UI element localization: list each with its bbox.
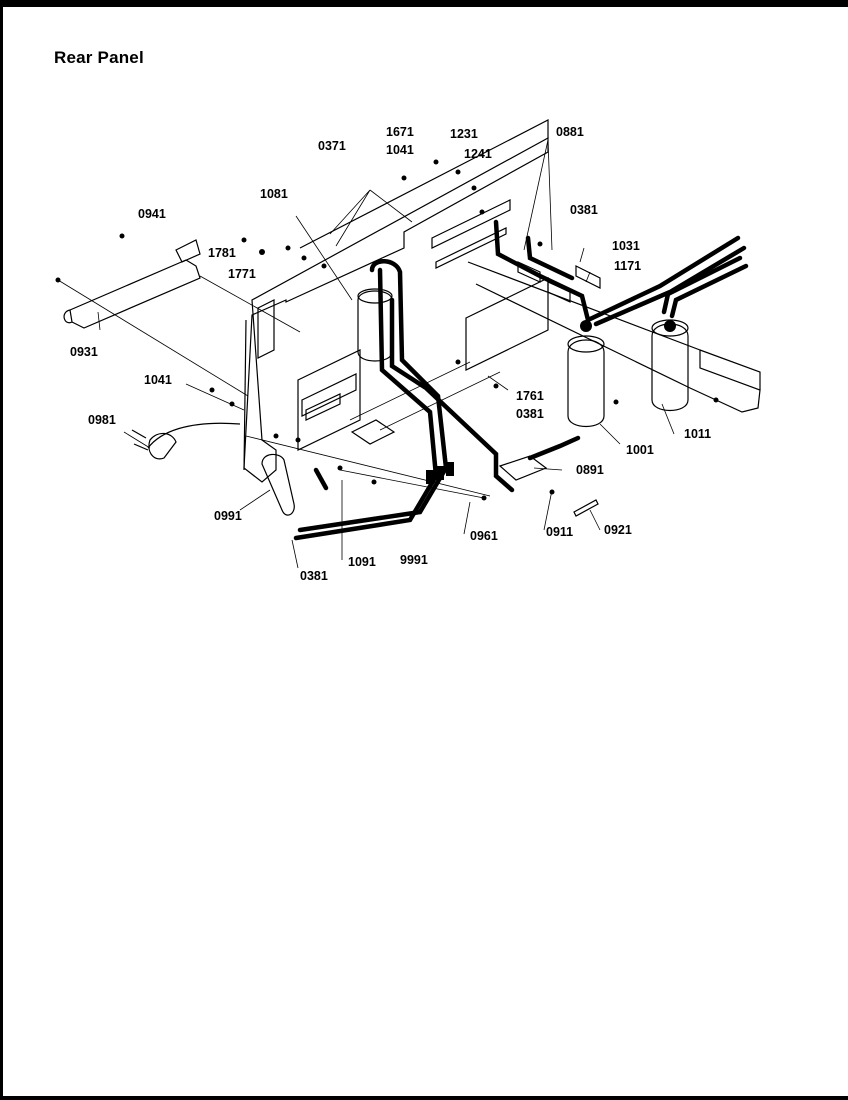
part-label-0981: 0981: [88, 413, 116, 427]
drain-hose: [261, 453, 295, 516]
panel-left-edge: [243, 319, 247, 471]
part-label-1031: 1031: [612, 239, 640, 253]
panel-top-lip: [299, 119, 549, 249]
capacitor-1001: [567, 339, 605, 428]
clamp-0891: [498, 455, 548, 481]
part-label-0991: 0991: [214, 509, 242, 523]
wire-left-stub: [313, 467, 329, 491]
bottom-border: [0, 1096, 848, 1100]
part-label-0941: 0941: [138, 207, 166, 221]
rear-panel-plate: [243, 136, 549, 483]
page-title: Rear Panel: [54, 48, 144, 67]
mounting-plate: [350, 419, 396, 445]
wire-harness-4: [493, 219, 591, 323]
part-label-0381-mid: 0381: [516, 407, 544, 421]
wire-capacitor-out-1: [585, 235, 741, 323]
wire-harness-5: [525, 235, 575, 281]
panel-slot-mid: [435, 227, 507, 269]
part-label-1001: 1001: [626, 443, 654, 457]
capacitor-1011: [651, 323, 689, 412]
left-bracket: [69, 259, 201, 329]
fuse-holder: [517, 261, 541, 283]
part-label-1041-left: 1041: [144, 373, 172, 387]
wire-to-clamp: [527, 435, 581, 461]
part-label-9991: 9991: [400, 553, 428, 567]
control-box: [297, 349, 361, 451]
wire-capacitor-out-3: [661, 255, 743, 315]
part-label-0381-bottom: 0381: [300, 569, 328, 583]
part-label-0921: 0921: [604, 523, 632, 537]
part-label-1171: 1171: [614, 259, 641, 273]
part-label-0891: 0891: [576, 463, 604, 477]
wire-harness-2: [293, 267, 439, 541]
support-rail: [467, 261, 761, 413]
wire-harness-3: [389, 297, 515, 493]
part-label-0371: 0371: [318, 139, 346, 153]
bracket-tab: [175, 239, 201, 263]
capacitor-bracket: [465, 277, 549, 371]
part-label-1231: 1231: [450, 127, 478, 141]
terminal-block: [305, 393, 341, 421]
part-label-1771: 1771: [228, 267, 256, 281]
part-label-1091: 1091: [348, 555, 376, 569]
wire-capacitor-out-4: [669, 263, 749, 319]
part-label-1241: 1241: [464, 147, 492, 161]
part-label-1781: 1781: [208, 246, 236, 260]
part-label-1761: 1761: [516, 389, 544, 403]
wire-harness-1: [297, 259, 449, 533]
part-label-0881: 0881: [556, 125, 584, 139]
top-border: [0, 0, 848, 7]
part-label-1041-top: 1041: [386, 143, 414, 157]
power-cord: [147, 422, 241, 449]
part-label-0931: 0931: [70, 345, 98, 359]
part-label-0961: 0961: [470, 529, 498, 543]
part-label-1011: 1011: [684, 427, 711, 441]
part-label-1671: 1671: [386, 125, 414, 139]
left-border: [0, 0, 3, 1100]
part-label-0911: 0911: [546, 525, 573, 539]
clip-0921: [573, 499, 599, 517]
part-label-1081: 1081: [260, 187, 288, 201]
part-label-0381-top: 0381: [570, 203, 598, 217]
panel-slot-left: [257, 299, 275, 359]
control-box-inner: [301, 373, 357, 417]
